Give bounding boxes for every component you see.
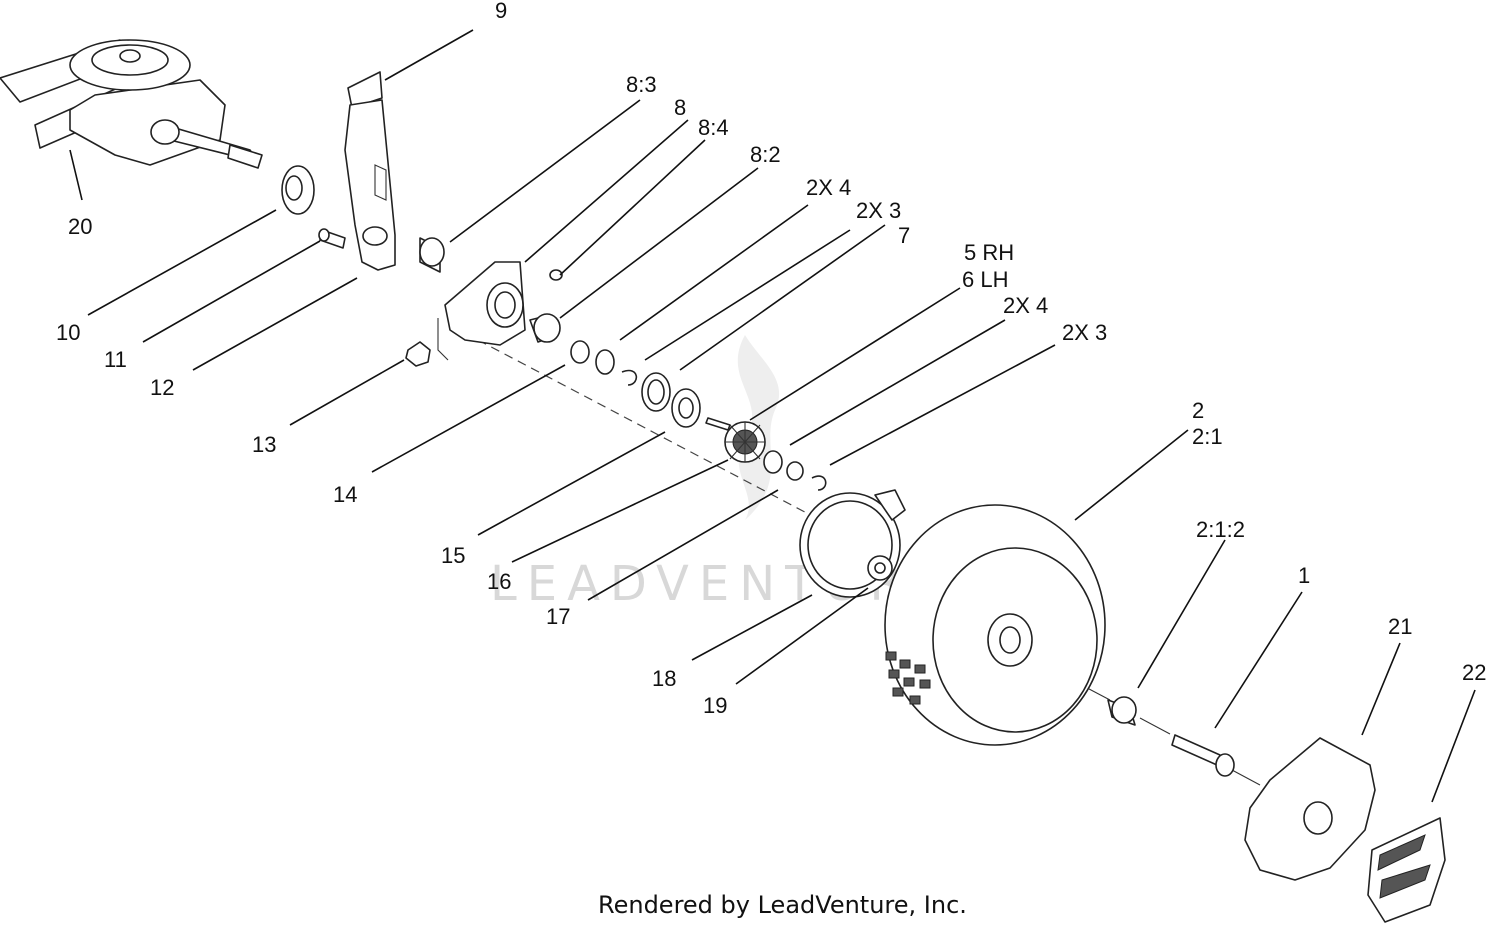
label-6-lh: 6 LH xyxy=(962,267,1008,292)
label-7: 7 xyxy=(898,223,910,248)
label-2: 2 xyxy=(1192,398,1204,423)
label-19: 19 xyxy=(703,693,727,718)
label-2-1: 2:1 xyxy=(1192,424,1223,449)
axis-line xyxy=(477,339,821,521)
label-16: 16 xyxy=(487,569,511,594)
label-8: 8 xyxy=(674,95,686,120)
pin xyxy=(705,417,731,431)
label-12: 12 xyxy=(150,375,174,400)
callout-labels: 9 8:3 8 8:4 8:2 2X 4 2X 3 7 5 RH 6 LH 2X… xyxy=(56,0,1486,718)
washer-14 xyxy=(570,340,615,375)
label-5-rh: 5 RH xyxy=(964,240,1014,265)
label-10: 10 xyxy=(56,320,80,345)
bushing-2-1-2 xyxy=(1107,696,1137,726)
decal-22 xyxy=(1367,817,1446,923)
label-21: 21 xyxy=(1388,614,1412,639)
label-8-4: 8:4 xyxy=(698,115,729,140)
leader-lines xyxy=(69,29,1476,803)
label-2x4-a: 2X 4 xyxy=(806,175,851,200)
label-1: 1 xyxy=(1298,563,1310,588)
bolt-11 xyxy=(318,228,346,249)
hubcap-21 xyxy=(1244,737,1376,881)
wheel-2 xyxy=(884,504,1106,746)
label-2x3-b: 2X 3 xyxy=(1062,320,1107,345)
spacer-8-3 xyxy=(419,237,445,273)
label-14: 14 xyxy=(333,482,357,507)
e-clip-a xyxy=(621,369,638,386)
label-20: 20 xyxy=(68,214,92,239)
label-8-2: 8:2 xyxy=(750,142,781,167)
washer-10 xyxy=(281,165,315,215)
label-9: 9 xyxy=(495,0,507,23)
washer-16 xyxy=(763,450,783,474)
bearing-15 xyxy=(641,372,701,428)
label-22: 22 xyxy=(1462,660,1486,685)
label-11: 11 xyxy=(104,347,127,372)
nut-13 xyxy=(405,341,431,367)
label-2x4-b: 2X 4 xyxy=(1003,293,1048,318)
label-13: 13 xyxy=(252,432,276,457)
spacer-8-2 xyxy=(529,313,561,343)
axle-bolt-1 xyxy=(1171,734,1235,777)
bearing-housing-8 xyxy=(437,261,526,361)
label-15: 15 xyxy=(441,543,465,568)
gear-cup-18 xyxy=(799,489,906,598)
label-2-1-2: 2:1:2 xyxy=(1196,517,1245,542)
tread-pattern xyxy=(885,651,931,705)
pinion-gear xyxy=(724,421,766,463)
grease-fitting xyxy=(549,269,563,281)
label-2x3-a: 2X 3 xyxy=(856,198,901,223)
bracket-plate xyxy=(344,71,396,271)
spacer-17 xyxy=(786,461,804,481)
footer-credit: Rendered by LeadVenture, Inc. xyxy=(598,891,967,919)
transmission xyxy=(0,39,263,169)
label-8-3: 8:3 xyxy=(626,72,657,97)
label-17: 17 xyxy=(546,604,570,629)
label-18: 18 xyxy=(652,666,676,691)
e-clip-b xyxy=(811,475,827,491)
